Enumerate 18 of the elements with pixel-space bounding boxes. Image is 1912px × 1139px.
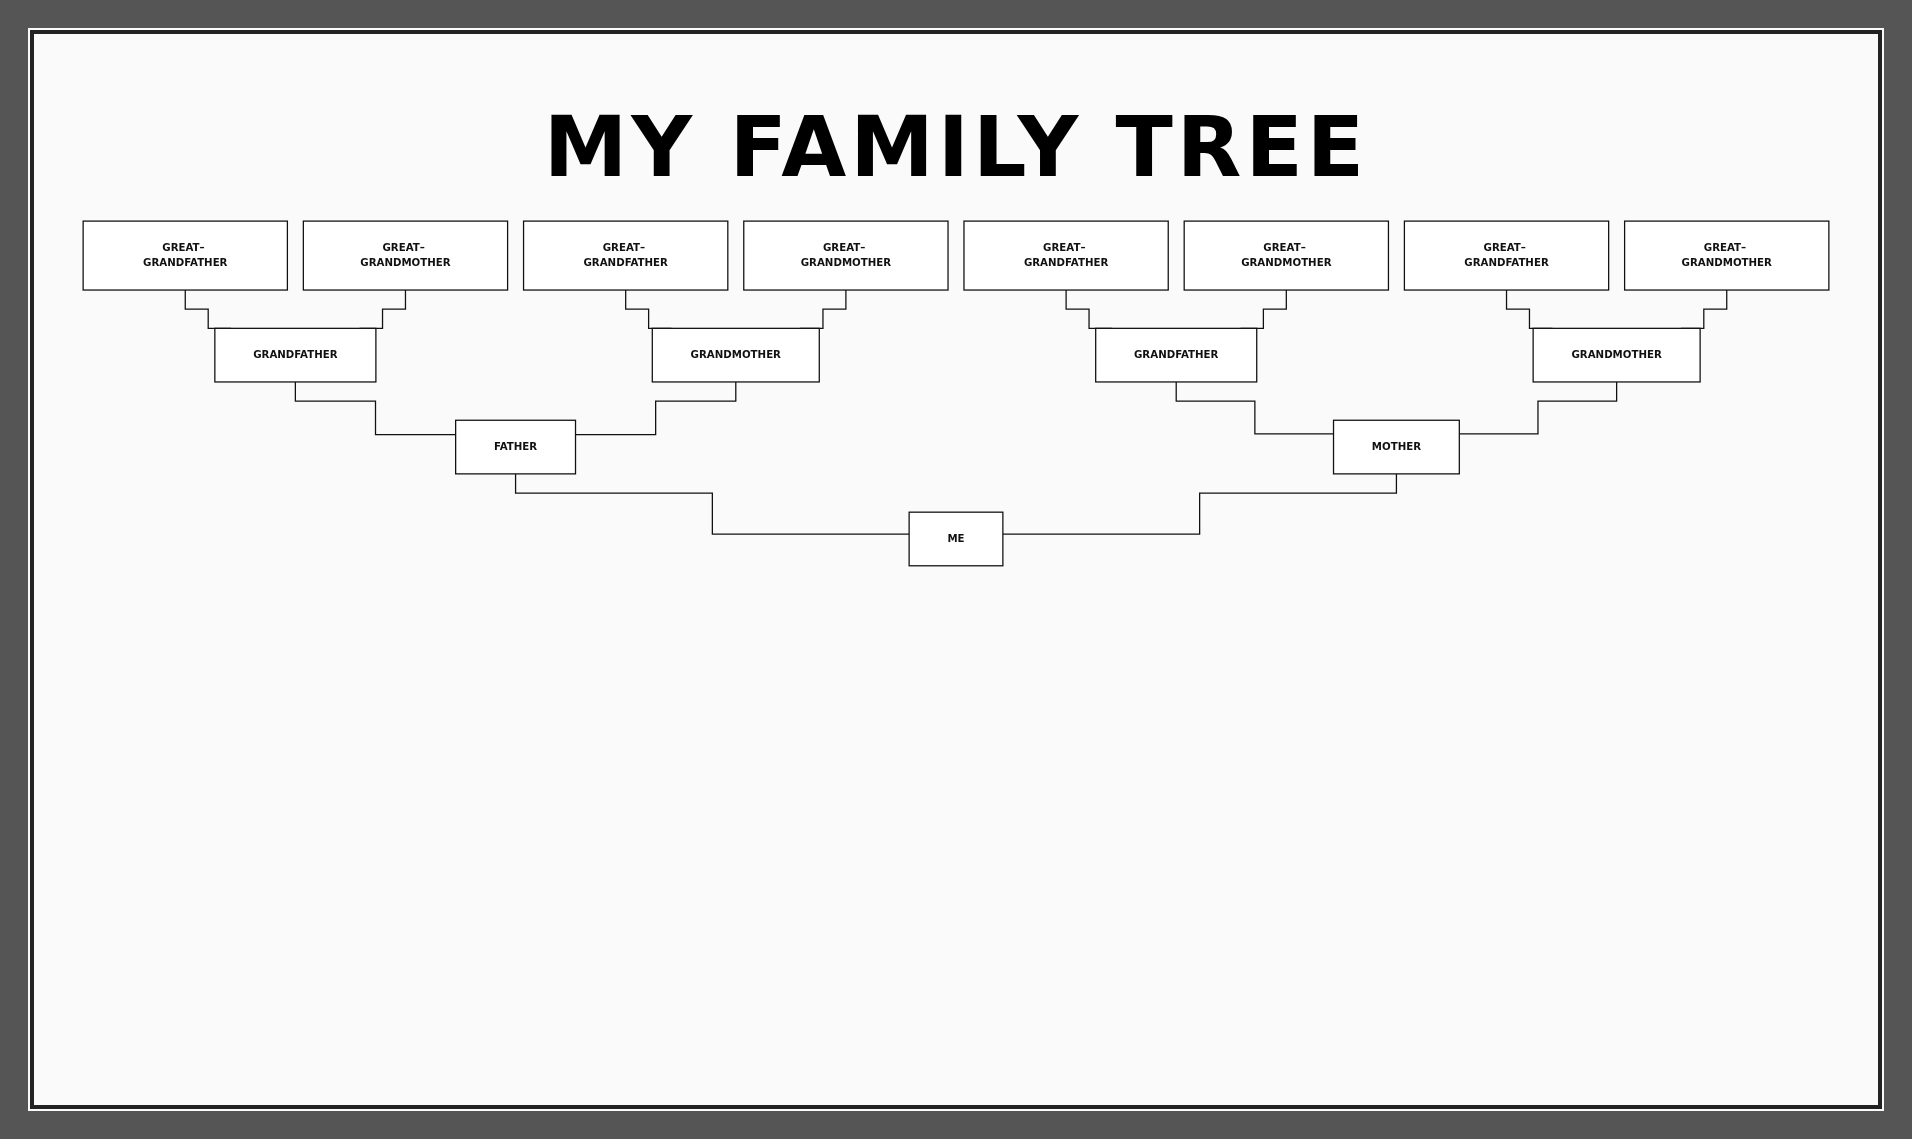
node-box: FATHER — [455, 419, 577, 475]
title: MY FAMILY TREE — [543, 98, 1369, 196]
node-box: GRANDMOTHER — [651, 327, 820, 383]
node-box: GREAT– GRANDFATHER — [522, 220, 729, 291]
node-box: GRANDFATHER — [1095, 327, 1258, 383]
node-box: MOTHER — [1332, 419, 1460, 475]
connector — [514, 473, 910, 535]
node-box: GREAT– GRANDMOTHER — [1623, 220, 1830, 291]
node-box: GRANDFATHER — [214, 327, 377, 383]
node-box: GRANDMOTHER — [1532, 327, 1701, 383]
node-box: GREAT– GRANDMOTHER — [1183, 220, 1390, 291]
connector — [1002, 473, 1398, 535]
node-box: GREAT– GRANDMOTHER — [743, 220, 949, 291]
node-box: GREAT– GRANDFATHER — [963, 220, 1169, 291]
node-box: GREAT– GRANDFATHER — [1403, 220, 1610, 291]
node-box: GREAT– GRANDMOTHER — [302, 220, 509, 291]
node-box: ME — [908, 511, 1004, 567]
node-box: GREAT– GRANDFATHER — [82, 220, 289, 291]
